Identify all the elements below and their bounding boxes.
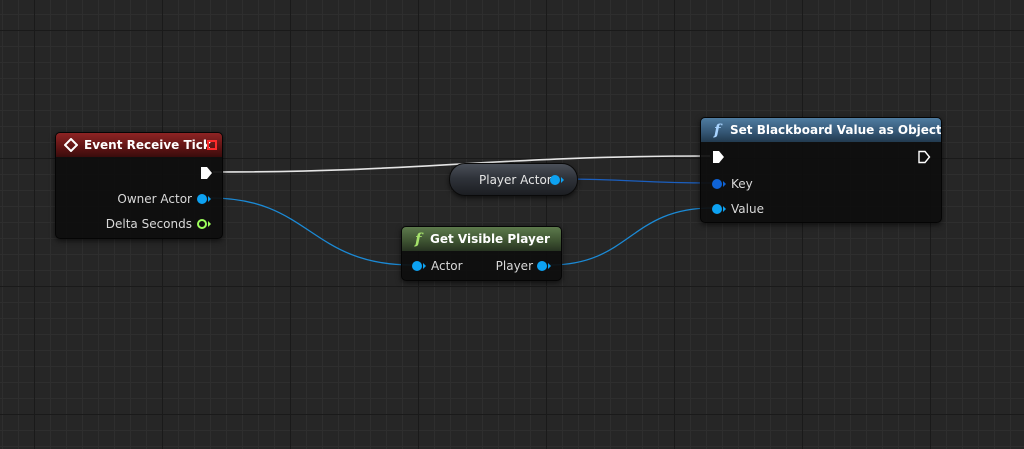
exec-out-pin[interactable]: [199, 166, 213, 180]
player-actor-variable-node[interactable]: Player Actor: [449, 163, 578, 196]
get-visible-player-header[interactable]: f Get Visible Player: [402, 227, 561, 251]
player-actor-out-pin[interactable]: [549, 174, 565, 186]
wire-player-to-value[interactable]: [549, 207, 713, 266]
set-blackboard-value-node[interactable]: f Set Blackboard Value as Object Key Val…: [700, 117, 942, 223]
player-actor-label: Player Actor: [479, 173, 552, 187]
player-label: Player: [495, 259, 533, 273]
actor-in-pin[interactable]: [411, 260, 427, 272]
event-node-title: Event Receive Tick: [84, 138, 211, 152]
key-label: Key: [731, 177, 753, 191]
value-in-pin[interactable]: [711, 203, 727, 215]
function-icon: f: [714, 121, 721, 139]
actor-label: Actor: [431, 259, 463, 273]
get-visible-player-node[interactable]: f Get Visible Player Actor Player: [401, 226, 562, 281]
event-diamond-icon: [64, 138, 78, 152]
delegate-square-icon[interactable]: [207, 140, 217, 150]
delta-seconds-pin[interactable]: [196, 218, 212, 230]
function-icon: f: [415, 230, 422, 248]
owner-actor-label: Owner Actor: [117, 192, 192, 206]
event-node-header[interactable]: Event Receive Tick: [56, 133, 222, 157]
delta-seconds-label: Delta Seconds: [105, 217, 192, 231]
key-in-pin[interactable]: [711, 178, 727, 190]
wire-player-actor-to-key[interactable]: [559, 178, 713, 184]
exec-in-pin[interactable]: [711, 150, 725, 164]
event-receive-tick-node[interactable]: Event Receive Tick Owner Actor Delta Sec…: [55, 132, 223, 239]
exec-out-pin[interactable]: [917, 150, 931, 164]
set-blackboard-title: Set Blackboard Value as Object: [730, 123, 942, 137]
owner-actor-pin[interactable]: [196, 193, 212, 205]
value-label: Value: [731, 202, 764, 216]
wire-owner-actor-to-actor[interactable]: [210, 197, 413, 266]
set-blackboard-header[interactable]: f Set Blackboard Value as Object: [701, 118, 941, 142]
player-out-pin[interactable]: [536, 260, 552, 272]
get-visible-player-title: Get Visible Player: [430, 232, 550, 246]
